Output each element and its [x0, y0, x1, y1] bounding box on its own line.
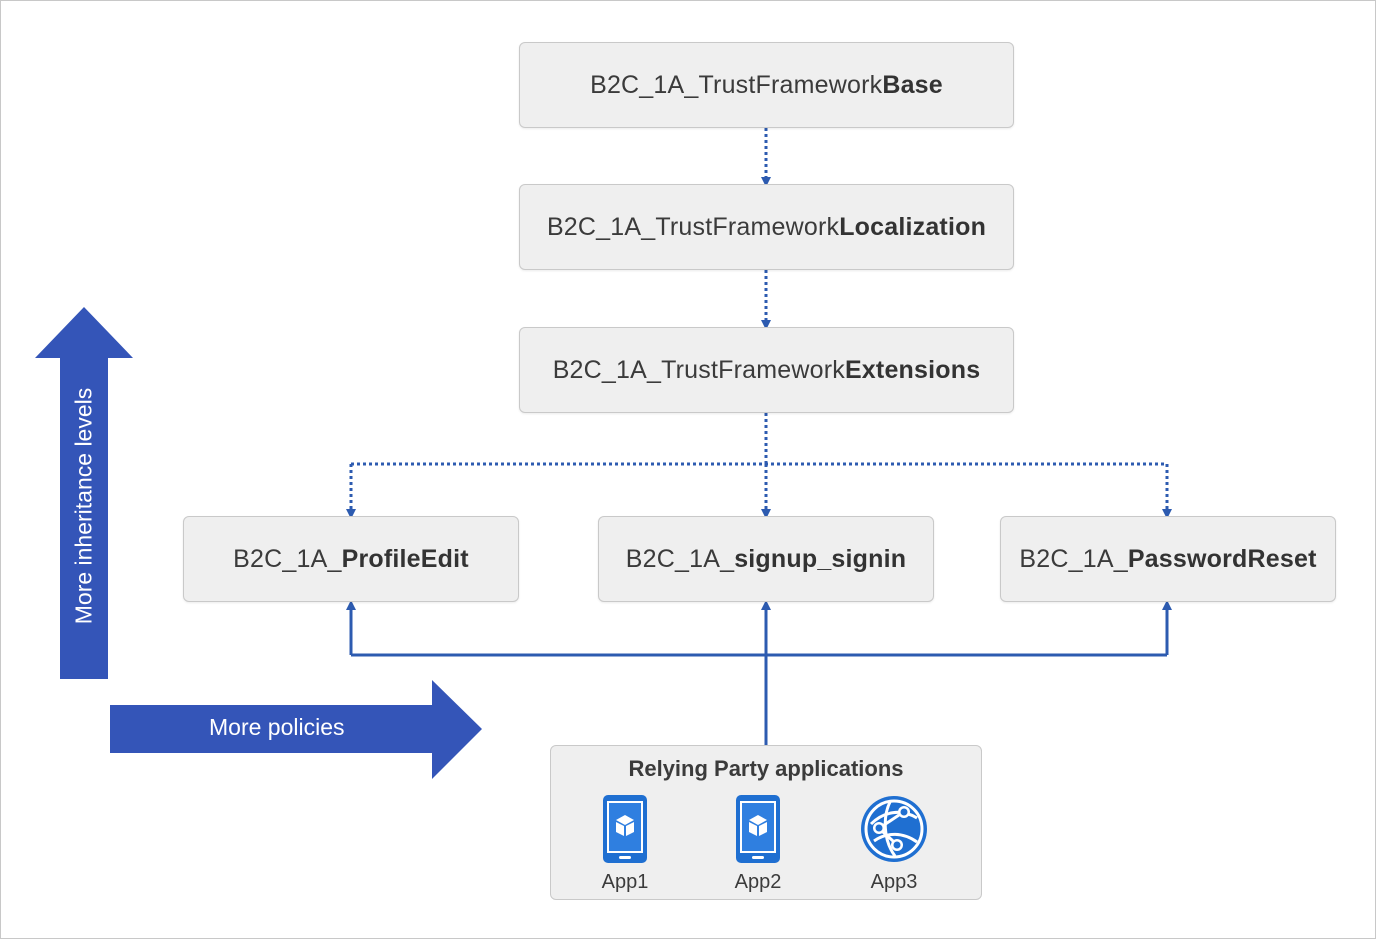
policy-signup-emphasis: signup_signin	[734, 544, 907, 573]
policy-box-passwordreset: B2C_1A_PasswordReset	[1000, 516, 1336, 602]
more-policies-label: More policies	[209, 714, 345, 740]
app3-label: App3	[870, 871, 918, 893]
policy-localization-emphasis: Localization	[839, 212, 987, 241]
policy-localization-prefix: B2C_1A_TrustFramework	[546, 212, 840, 241]
app2-item: App2	[713, 794, 803, 894]
policy-base-emphasis: Base	[882, 70, 943, 99]
policy-profileedit-prefix: B2C_1A_	[233, 544, 342, 573]
policy-passwordreset-emphasis: PasswordReset	[1127, 544, 1317, 573]
mobile-app-icon	[603, 795, 647, 863]
more-inheritance-arrow	[35, 307, 133, 679]
policy-signup-prefix: B2C_1A_	[625, 544, 735, 573]
app3-item: App3	[849, 794, 939, 894]
policy-extensions-emphasis: Extensions	[844, 355, 981, 384]
more-inheritance-levels-label: More inheritance levels	[70, 387, 97, 625]
relying-party-panel: Relying Party applications App1	[550, 745, 982, 900]
policy-box-signup-signin: B2C_1A_signup_signin	[598, 516, 934, 602]
policy-profileedit-emphasis: ProfileEdit	[341, 544, 469, 573]
app1-label: App1	[601, 871, 649, 893]
web-app-globe-icon	[861, 796, 927, 862]
app1-item: App1	[580, 794, 670, 894]
mobile-app-icon	[736, 795, 780, 863]
policy-passwordreset-prefix: B2C_1A_	[1019, 544, 1128, 573]
policy-base-prefix: B2C_1A_TrustFramework	[590, 70, 883, 99]
policy-extensions-prefix: B2C_1A_TrustFramework	[552, 355, 845, 384]
relying-party-title: Relying Party applications	[628, 756, 904, 781]
more-policies-arrow	[110, 680, 482, 779]
policy-box-profileedit: B2C_1A_ProfileEdit	[183, 516, 519, 602]
app2-label: App2	[734, 871, 782, 893]
